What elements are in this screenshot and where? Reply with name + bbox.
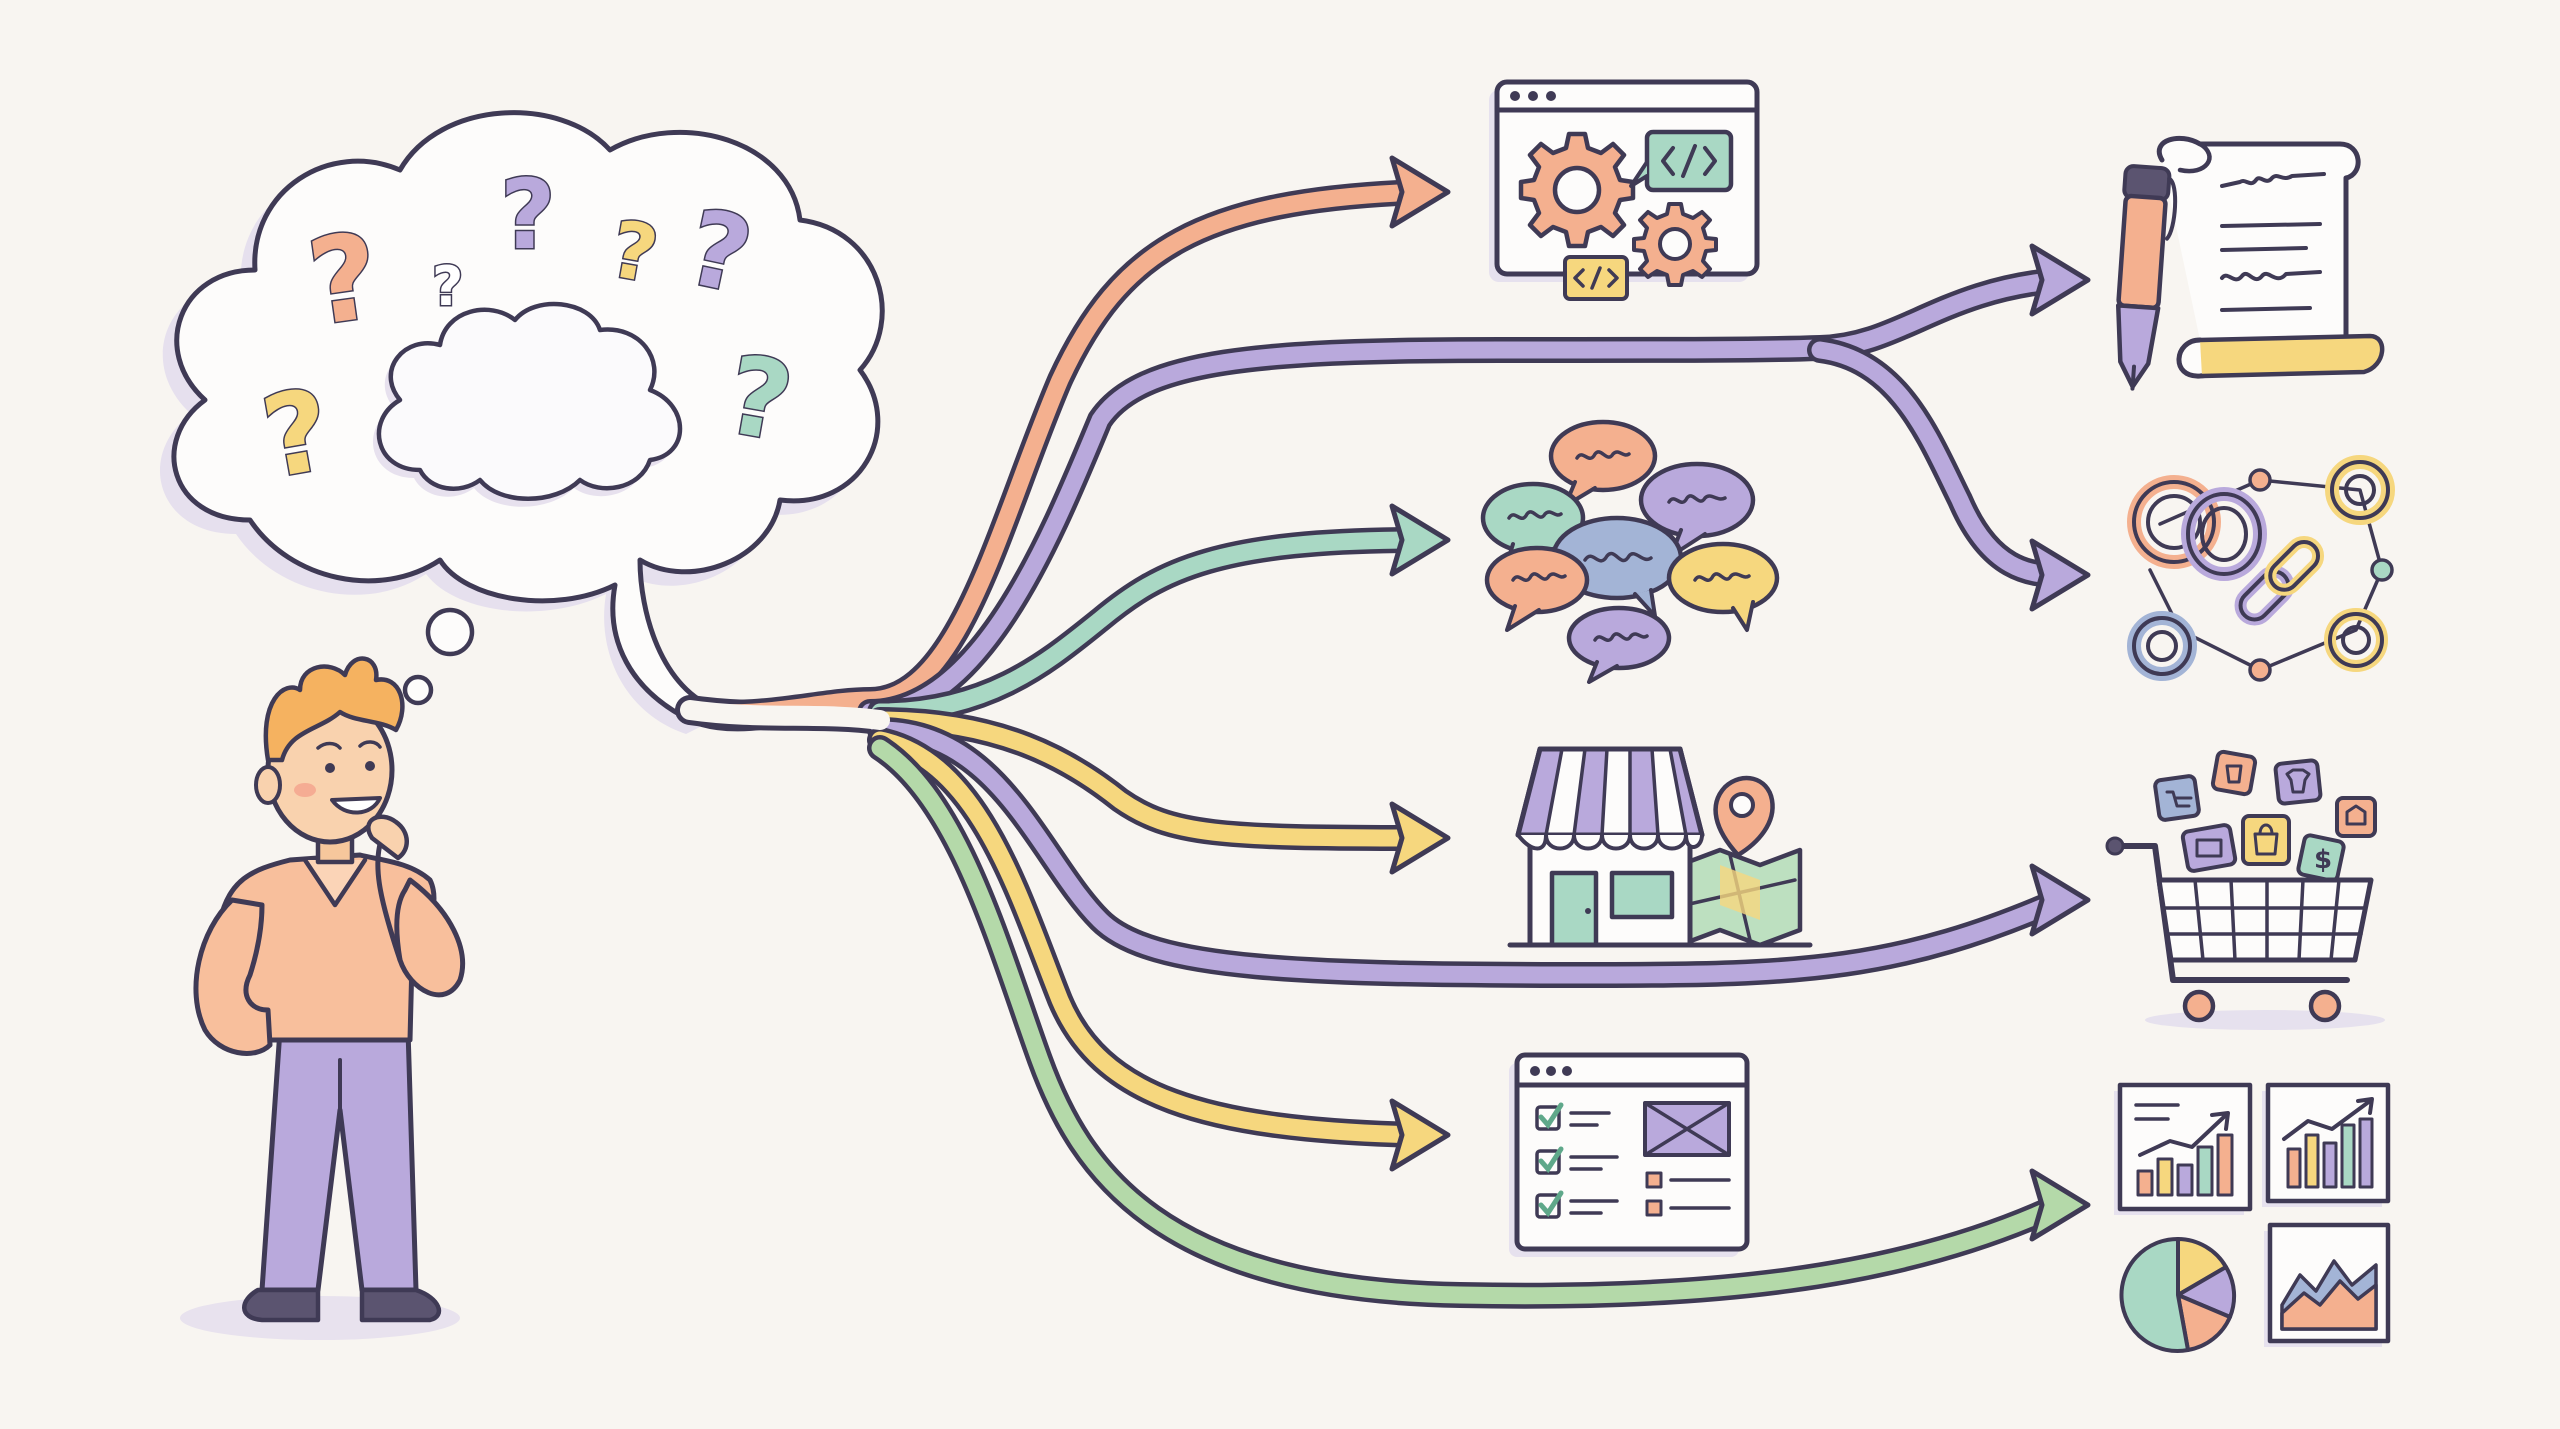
browser-checklist-icon (1509, 1052, 1750, 1257)
shopping-cart-icon: $ (2105, 749, 2385, 1030)
thought-bubble-small (402, 674, 434, 706)
pen-icon (2116, 193, 2168, 311)
flow-to-contract (857, 243, 2091, 725)
arrow-head (2029, 863, 2091, 937)
speech-bubbles-icon (1480, 419, 1780, 684)
left-arm (193, 897, 273, 1056)
svg-text:$: $ (2314, 845, 2332, 875)
product-tile (2335, 796, 2377, 838)
thinking-person (180, 656, 466, 1340)
arrow-head (1389, 155, 1451, 229)
left-shoe (242, 1287, 321, 1323)
speech-bubble (1566, 605, 1672, 684)
arrow-head (1389, 1098, 1451, 1172)
document (2156, 135, 2361, 379)
product-tile (2273, 758, 2323, 806)
flow-to-web-form (867, 727, 1451, 1172)
right-arm (394, 877, 466, 998)
product-tile: $ (2296, 833, 2346, 883)
flow-to-web-dev (677, 155, 1451, 726)
flow-lines (675, 155, 2091, 1309)
flow-stem-fill (680, 700, 890, 730)
arrow-head (2029, 538, 2091, 612)
checklist (1535, 1102, 1619, 1219)
storefront-map-pin-icon (1507, 746, 1813, 948)
speech-bubble (1666, 541, 1780, 632)
product-tile (2210, 749, 2258, 797)
arrow-head (2029, 243, 2091, 317)
product-tile (2241, 814, 2291, 866)
flow-to-store (867, 707, 1451, 875)
product-tile (2180, 823, 2238, 873)
question-mark: ? (500, 159, 556, 271)
flow-to-analytics (867, 735, 2091, 1309)
pie-chart-panel (2119, 1236, 2237, 1353)
browser-gears-code-icon (1489, 79, 1760, 301)
charts-dashboard-icon (2114, 1082, 2391, 1353)
arrow-head (1389, 503, 1451, 577)
speech-bubble (1638, 461, 1756, 558)
flow-to-cart (867, 717, 2091, 989)
thought-bubble-large (425, 607, 475, 657)
right-shoe (359, 1287, 442, 1323)
speech-bubble (1548, 419, 1658, 508)
thought-cloud (159, 110, 885, 734)
flow-to-network (1807, 337, 2091, 612)
hand-at-chin (366, 814, 409, 861)
flow-to-chat (867, 503, 1451, 725)
chain-network-icon (2127, 455, 2395, 682)
arrow-head (1389, 801, 1451, 875)
product-tile (2153, 774, 2201, 822)
arrow-head (2029, 1168, 2091, 1242)
document-pen-icon (2115, 135, 2385, 391)
speech-bubble (1484, 545, 1590, 632)
question-mark: ? (432, 255, 463, 318)
hair (263, 656, 405, 763)
